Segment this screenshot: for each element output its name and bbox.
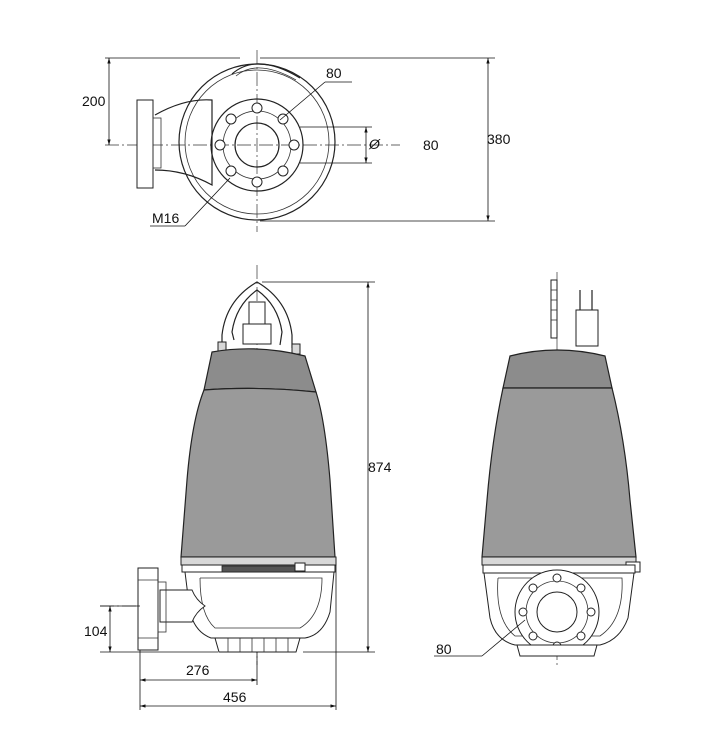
front-view-cable-gland bbox=[248, 301, 266, 325]
front-view-base bbox=[214, 637, 301, 653]
front-view-motor-body bbox=[180, 387, 336, 558]
front-view: 874 104 276 456 bbox=[84, 265, 392, 710]
top-view-flange-bore bbox=[234, 122, 280, 168]
side-view-outlet-bore bbox=[536, 591, 578, 633]
bolt-hole bbox=[277, 113, 289, 125]
front-view-top-cap bbox=[203, 348, 317, 393]
dim-top-flange-pcd: 80 bbox=[326, 65, 342, 81]
side-view: 80 bbox=[434, 272, 641, 668]
top-view-handle bbox=[231, 63, 301, 79]
dim-bore-symbol: Ø bbox=[368, 136, 381, 152]
front-view-lifting-handle bbox=[221, 281, 293, 348]
side-view-seal-band bbox=[481, 556, 637, 566]
top-view-discharge-flange bbox=[136, 99, 154, 189]
dim-top-flange-offset: 200 bbox=[82, 93, 106, 109]
top-view-handle-inner bbox=[235, 67, 297, 81]
side-view-top-cap bbox=[502, 349, 613, 389]
bolt-hole bbox=[552, 573, 562, 583]
top-view-flange-outer bbox=[210, 98, 304, 192]
top-view: 200 80 Ø 80 380 M16 bbox=[82, 50, 511, 232]
top-view-inner-ring bbox=[184, 69, 330, 215]
top-view-bolt-holes bbox=[214, 102, 300, 188]
bolt-hole bbox=[277, 165, 289, 177]
dim-bolt-thread: M16 bbox=[152, 210, 179, 226]
bolt-hole bbox=[251, 176, 263, 188]
bolt-hole bbox=[288, 139, 300, 151]
side-view-lifting-rod bbox=[550, 279, 558, 339]
bolt-hole bbox=[225, 113, 237, 125]
top-view-flange-collar bbox=[152, 117, 162, 169]
front-view-discharge-neck bbox=[159, 589, 206, 623]
bolt-hole bbox=[576, 631, 586, 641]
dim-top-bore: 80 bbox=[423, 137, 439, 153]
front-view-hydraulic-housing bbox=[184, 571, 335, 639]
front-view-base-ribs bbox=[227, 638, 289, 652]
bolt-hole bbox=[528, 631, 538, 641]
dim-top-overall-depth: 380 bbox=[487, 131, 511, 147]
front-view-seal-band bbox=[180, 556, 337, 566]
dim-side-flange-size: 80 bbox=[436, 641, 452, 657]
side-view-bolt-holes bbox=[518, 573, 596, 651]
bolt-hole bbox=[576, 583, 586, 593]
bolt-hole bbox=[528, 583, 538, 593]
dim-outlet-height: 104 bbox=[84, 623, 108, 639]
dim-outlet-to-center: 276 bbox=[186, 662, 210, 678]
bolt-hole bbox=[518, 607, 528, 617]
bolt-hole bbox=[225, 165, 237, 177]
bolt-hole bbox=[586, 607, 596, 617]
bolt-hole bbox=[214, 139, 226, 151]
dim-overall-length: 456 bbox=[223, 689, 247, 705]
side-view-motor-body bbox=[481, 387, 637, 558]
top-view-discharge-pipe bbox=[154, 99, 213, 187]
bolt-hole bbox=[251, 102, 263, 114]
dim-overall-height: 874 bbox=[368, 459, 392, 475]
side-view-base bbox=[516, 644, 598, 657]
